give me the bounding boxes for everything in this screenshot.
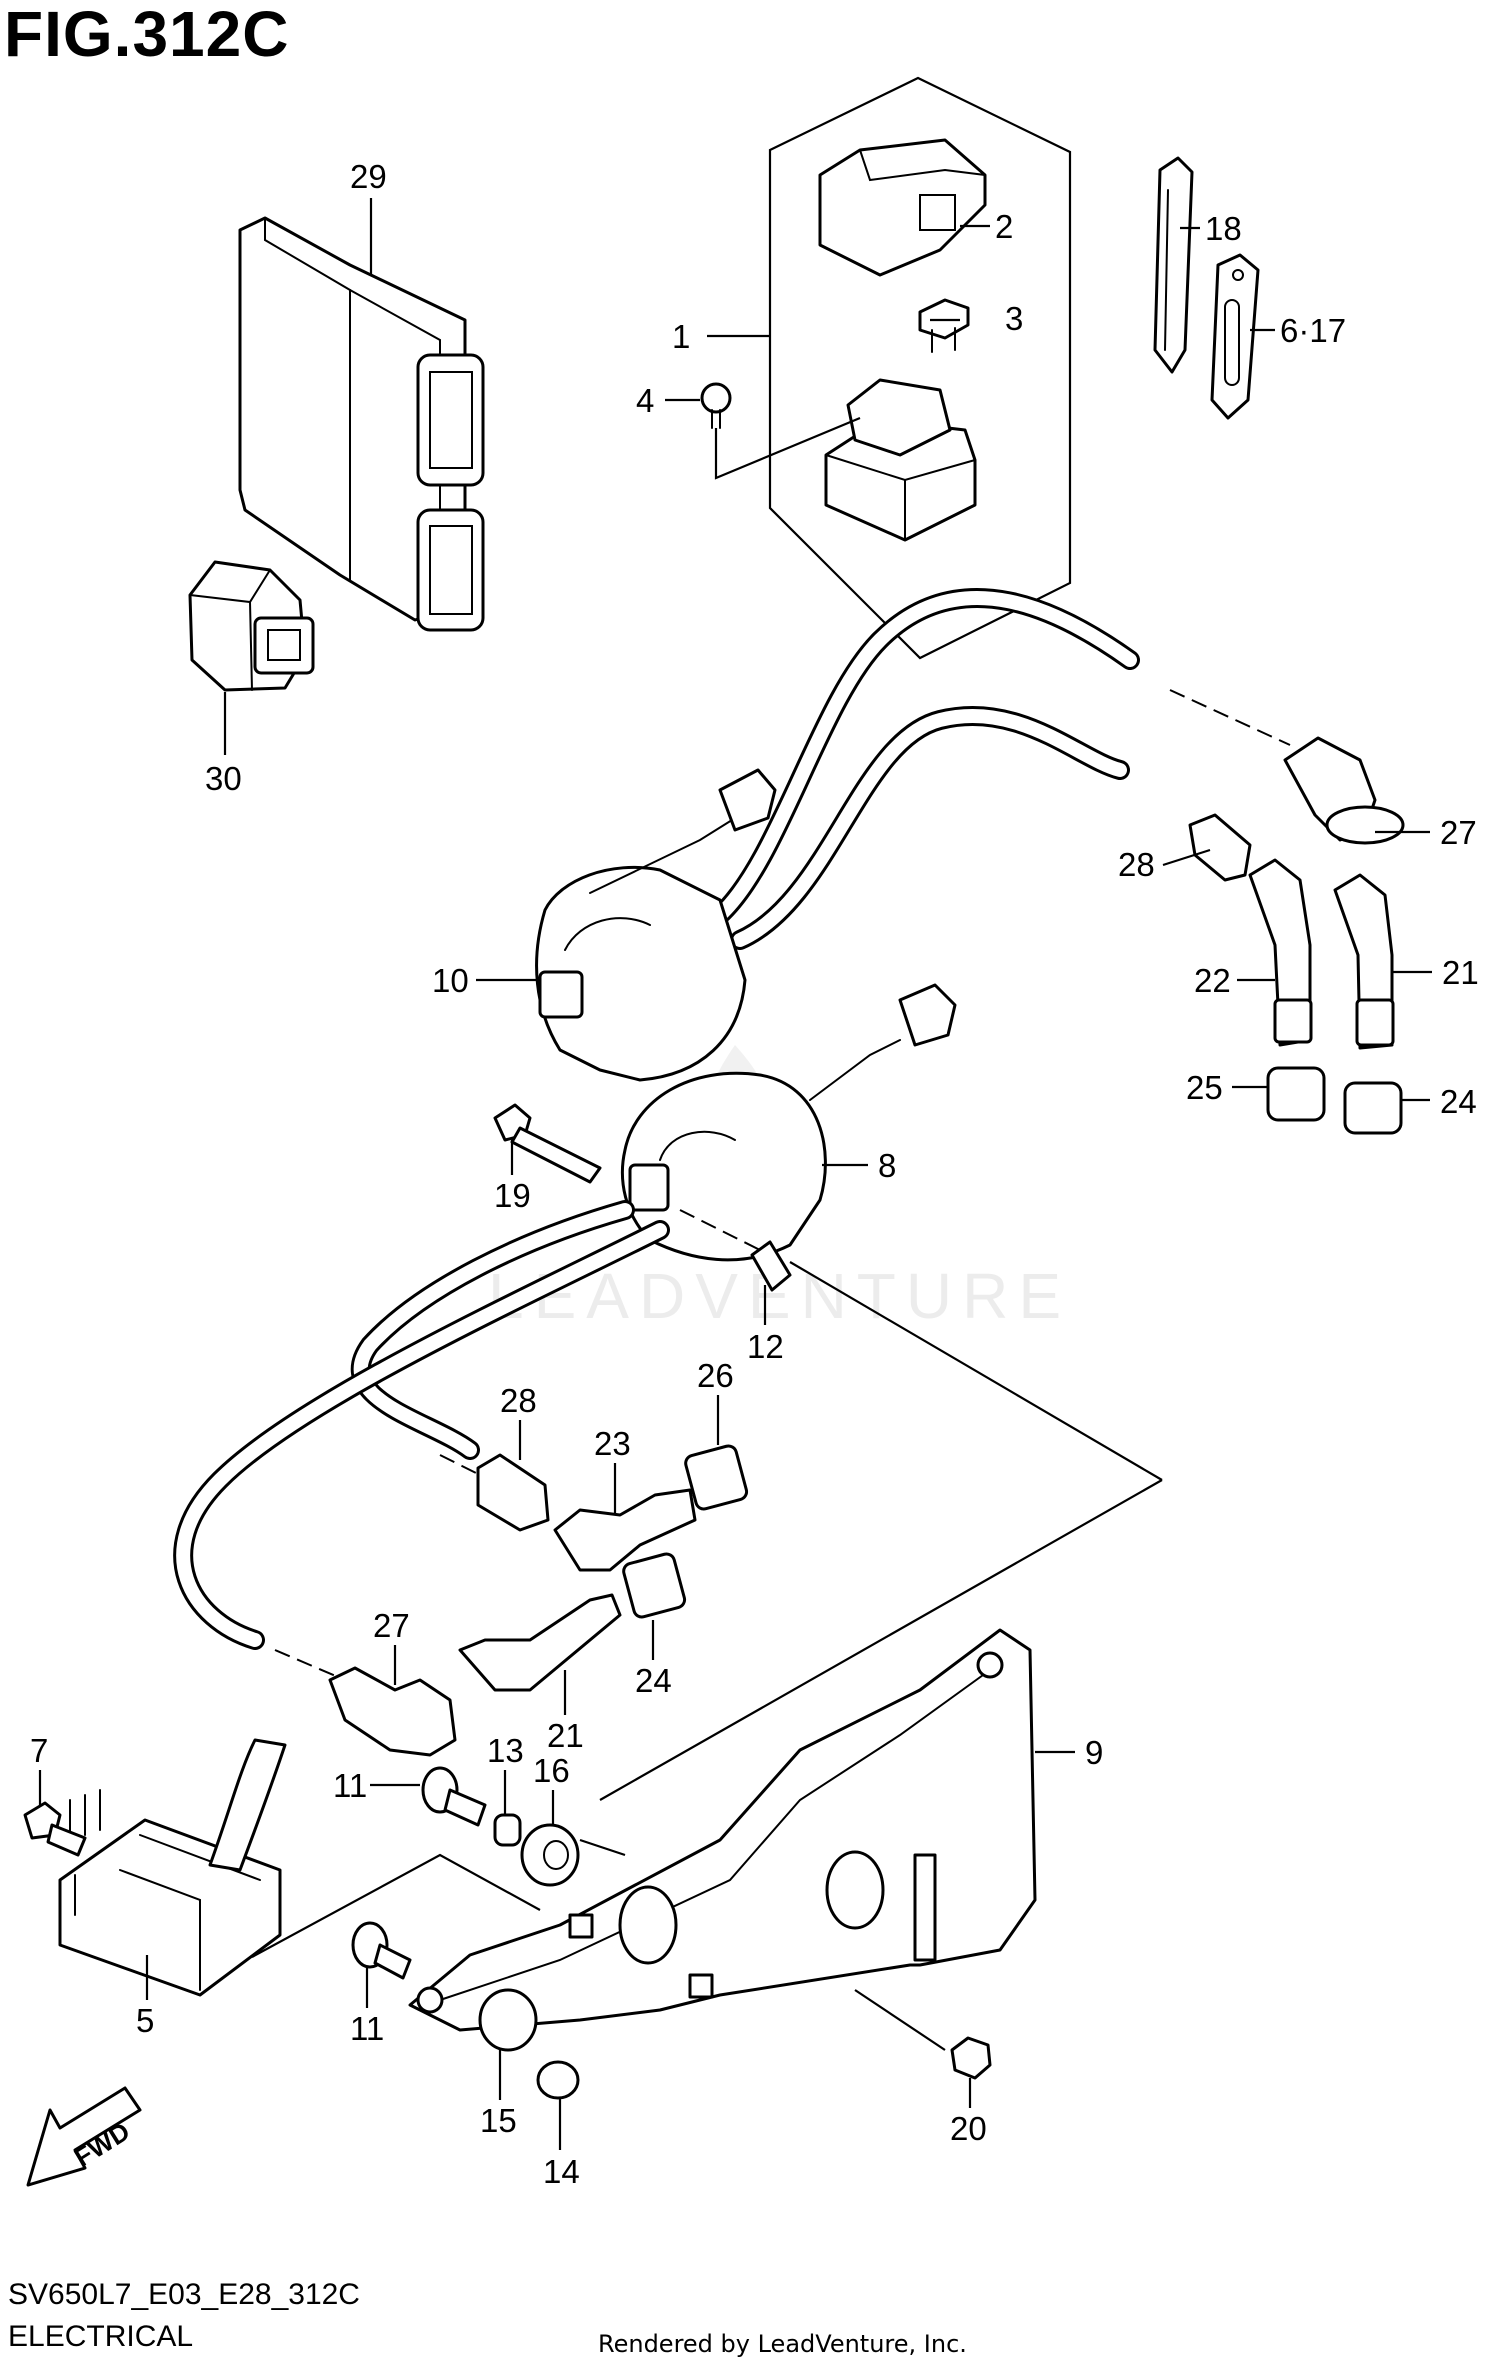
callout: 4 (636, 382, 654, 419)
starter-relay (824, 378, 977, 542)
callout: 19 (494, 1177, 531, 1214)
callout: 9 (1085, 1734, 1103, 1771)
ignition-coil-10 (535, 768, 777, 1082)
callout: 13 (487, 1732, 524, 1769)
callout: 24 (1440, 1083, 1477, 1120)
ecu-module (238, 216, 485, 632)
bolt-11-upper (421, 1766, 487, 1827)
callout: 18 (1205, 210, 1242, 247)
seal-25 (1266, 1066, 1326, 1122)
assembly-lines-3 (579, 1838, 946, 2051)
render-credit: Rendered by LeadVenture, Inc. (598, 2330, 967, 2358)
callout: 25 (1186, 1069, 1223, 1106)
regulator-5 (58, 1738, 287, 1997)
callout: 6·17 (1280, 312, 1346, 349)
ht-wire-lower (173, 1200, 670, 1681)
callout: 16 (533, 1752, 570, 1789)
callout: 8 (878, 1147, 896, 1184)
callout: 27 (1440, 814, 1477, 851)
callout: 23 (594, 1425, 631, 1462)
ht-wires (710, 588, 1291, 950)
callout: 28 (500, 1382, 537, 1419)
callout: 22 (1194, 962, 1231, 999)
callout-numbers: 29 2 1 3 4 18 6·17 30 27 28 10 22 21 25 … (30, 158, 1479, 2190)
bracket-9 (408, 1628, 1037, 2032)
collar-14 (536, 2060, 580, 2100)
callout: 11 (333, 1767, 367, 1804)
diagram-code: SV650L7_E03_E28_312C (8, 2278, 360, 2311)
assembly-outline (768, 76, 1072, 660)
assembly-lines-2 (789, 1261, 1163, 1481)
cap-28-lower (476, 1453, 550, 1532)
callout: 28 (1118, 846, 1155, 883)
callout: 21 (547, 1717, 584, 1754)
plug-cap-27-upper (1283, 736, 1405, 845)
collar-12 (750, 1240, 792, 1292)
cap-28-upper (1188, 813, 1252, 882)
callout: 12 (747, 1328, 784, 1365)
grommet-16 (520, 1823, 580, 1887)
callout: 1 (672, 318, 690, 355)
plug-cap-21-upper (1333, 873, 1395, 1050)
callout: 30 (205, 760, 242, 797)
bolt-19 (493, 1103, 602, 1184)
clamp-6-17 (1210, 253, 1260, 420)
section-name: ELECTRICAL (8, 2320, 194, 2353)
fuse-3 (918, 298, 970, 353)
callout: 21 (1442, 954, 1479, 991)
callout: 27 (373, 1607, 410, 1644)
seal-24-upper (1343, 1081, 1403, 1135)
plug-cap-22 (1248, 858, 1313, 1047)
callout: 3 (1005, 300, 1023, 337)
ignition-coil-8 (620, 983, 957, 1262)
callout: 26 (697, 1357, 734, 1394)
callout: 11 (350, 2010, 384, 2047)
callout: 14 (543, 2153, 580, 2190)
callout: 7 (30, 1732, 48, 1769)
fwd-arrow-icon: FWD (26, 2086, 142, 2187)
plug-cap-23 (553, 1488, 697, 1572)
grommet-15 (478, 1988, 538, 2052)
screw-4 (700, 382, 732, 429)
relay-cover-2 (818, 138, 987, 277)
dash-line (679, 1209, 761, 1251)
nut-20 (950, 2036, 992, 2080)
collar-13 (493, 1813, 522, 1847)
leader-lines (38, 198, 1432, 2150)
seal-26 (684, 1444, 749, 1511)
bolt-7 (23, 1801, 87, 1857)
cable-tie-18 (1153, 156, 1194, 374)
callout: 10 (432, 962, 469, 999)
callout: 5 (136, 2002, 154, 2039)
seal-24-lower (622, 1552, 687, 1619)
callout: 24 (635, 1662, 672, 1699)
relay-30 (188, 560, 315, 692)
callout: 29 (350, 158, 387, 195)
callout: 2 (995, 208, 1013, 245)
figure-title: FIG.312C (4, 0, 290, 70)
plug-cap-27-lower (328, 1666, 457, 1757)
callout: 15 (480, 2102, 517, 2139)
callout: 20 (950, 2110, 987, 2147)
leader (714, 416, 861, 480)
bolt-11-lower (351, 1921, 412, 1980)
plug-cap-21-lower (458, 1593, 622, 1692)
